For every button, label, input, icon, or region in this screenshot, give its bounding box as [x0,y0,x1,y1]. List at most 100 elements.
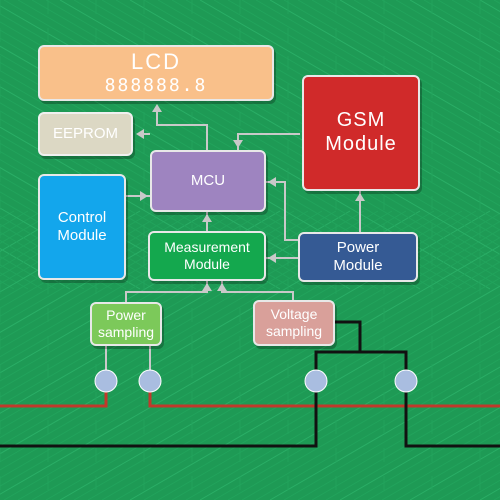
grid-line [0,210,211,333]
grid-line [157,301,500,500]
lcd-readout: 888888.8 [104,75,208,97]
grid-line [0,210,99,269]
arrowhead-icon [355,193,365,201]
grid-line [101,269,500,500]
grid-line [269,0,500,134]
connection-node [94,369,118,393]
arrowhead-icon [268,253,276,263]
grid-line [479,487,500,500]
grid-line [31,228,500,500]
measurement-label-line2: Module [184,256,230,272]
black-wire-neutral [0,320,362,448]
arrowhead-icon [217,283,227,291]
grid-line [381,431,500,500]
grid-line [437,0,500,37]
arrowhead-icon [202,283,212,291]
power-label-line2: Module [333,257,383,274]
grid-line [353,415,500,500]
power-sampling-label-line2: sampling [97,324,155,340]
grid-line [339,406,500,500]
grid-line [437,463,500,500]
grid-line [45,237,500,500]
power-label-line1: Power [336,239,380,257]
grid-line [227,342,500,500]
measurement-label-line1: Measurement [164,239,250,256]
connection-nodes [94,369,418,393]
mcu-lcd-connection [156,106,208,150]
grid-line [0,239,85,290]
grid-line [395,439,500,500]
grid-line [297,382,500,500]
mcu-block: MCU [150,150,266,212]
lcd-title: LCD [130,49,181,75]
grid-line [0,210,379,431]
voltage-sampling-label-line1: Voltage [270,306,318,323]
grid-line [0,158,225,290]
grid-line [395,0,500,61]
grid-line [73,253,500,500]
eeprom-block: EEPROM [38,112,133,156]
grid-line [59,245,500,500]
grid-line [0,223,113,290]
lcd-display-block: LCD 888888.8 [38,45,274,101]
grid-line [255,0,500,142]
grid-line [269,366,500,500]
grid-line [381,0,500,69]
grid-line [227,0,500,158]
grid-line [0,264,43,290]
grid-line [0,210,43,236]
grid-line [409,447,500,500]
grid-line [143,293,500,500]
voltage-sampling-label-line2: sampling [265,323,323,339]
grid-line [0,167,211,290]
grid-line [213,0,500,166]
grid-line [283,374,500,500]
eeprom-label: EEPROM [52,125,118,143]
grid-line [129,285,500,500]
grid-line [0,210,351,414]
grid-line [367,423,500,500]
arrowhead-icon [202,214,212,222]
grid-line [367,0,500,77]
power-sampling-block: Power sampling [90,302,162,346]
arrowhead-icon [136,129,144,139]
grid-line [409,0,500,53]
arrowhead-icon [152,104,162,112]
gsm-label-line1: GSM [336,109,386,132]
grid-line [87,261,500,500]
connection-node [304,369,328,393]
grid-line [479,0,500,13]
power-module-block: Power Module [298,232,418,282]
control-label-line2: Module [57,227,107,244]
power-sampling-label-line1: Power [106,307,146,324]
grid-line [297,0,500,118]
grid-line [199,0,500,174]
grid-line [0,231,99,290]
grid-line [199,326,500,500]
grid-line [0,210,365,422]
grid-line [241,0,500,150]
control-module-block: Control Module [38,174,126,280]
arrowhead-icon [268,177,276,187]
connection-node [394,369,418,393]
black-wire-return [360,350,500,448]
grid-line [17,220,500,500]
grid-line [241,350,500,500]
grid-line [0,210,225,342]
grid-line [325,398,500,500]
mcu-label: MCU [190,172,226,190]
grid-line [339,0,500,94]
grid-line [115,277,500,500]
grid-line [325,0,500,102]
grid-line [0,210,113,277]
measurement-module-block: Measurement Module [148,231,266,281]
grid-line [255,358,500,500]
control-label-line1: Control [57,209,107,227]
grid-line [311,390,500,500]
grid-line [185,317,500,500]
grid-line [311,0,500,110]
voltage-sampling-block: Voltage sampling [253,300,335,346]
grid-line [213,334,500,500]
grid-line [171,309,500,500]
